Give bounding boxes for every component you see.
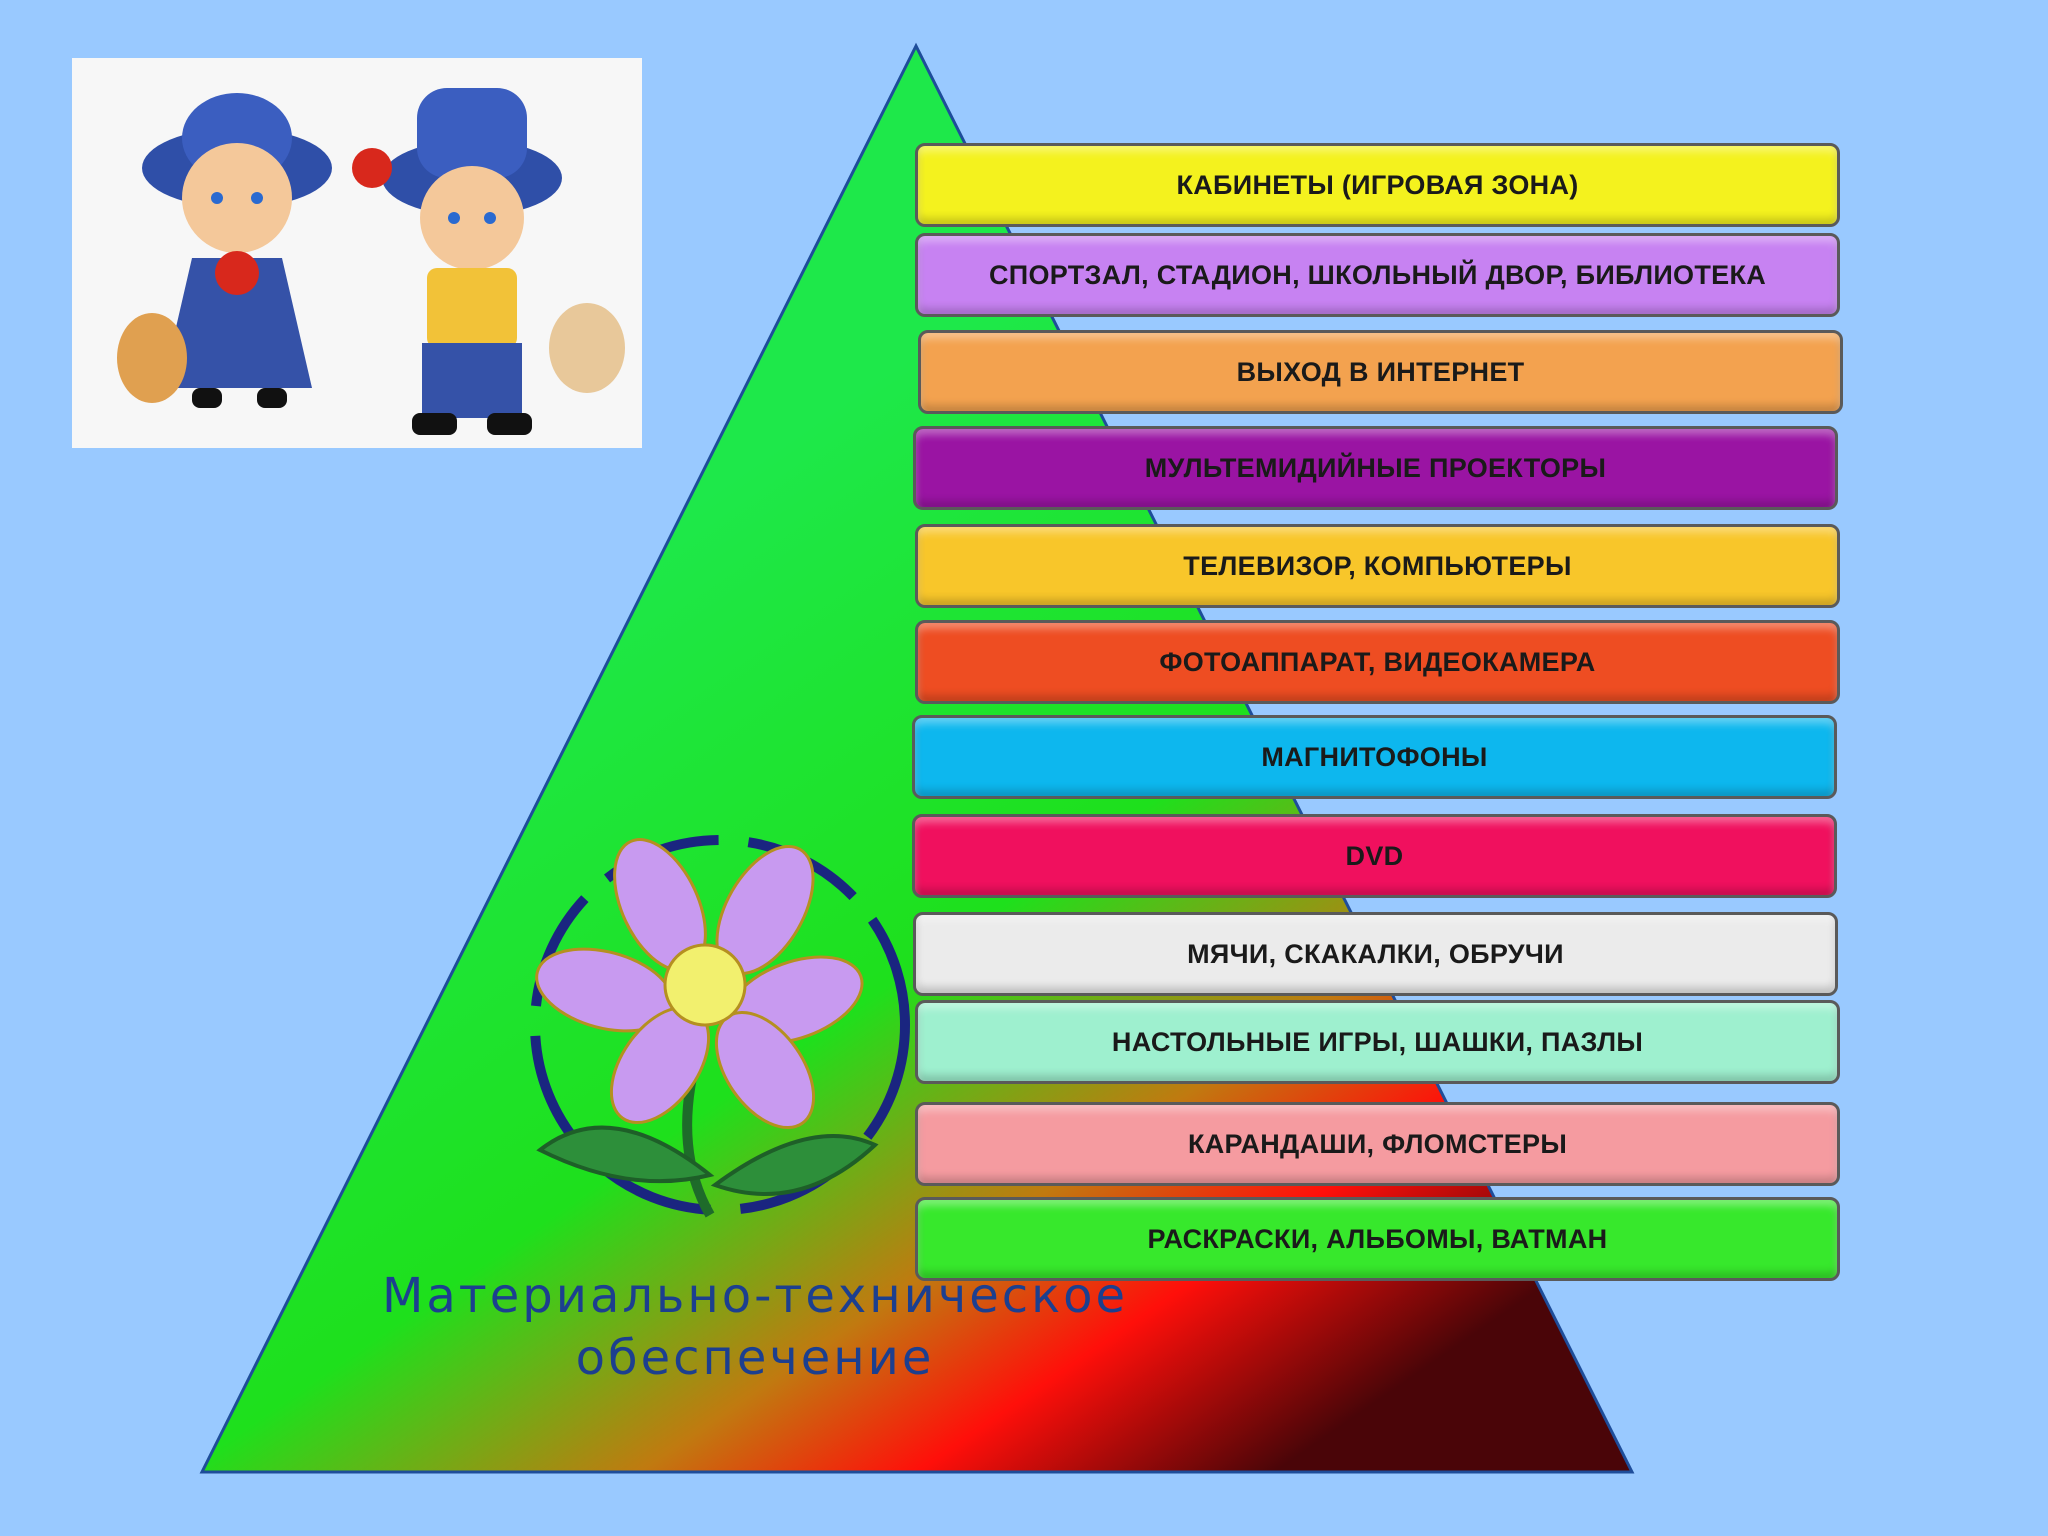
children-illustration <box>72 58 642 448</box>
pyramid-level-12: РАСКРАСКИ, АЛЬБОМЫ, ВАТМАН <box>915 1197 1840 1281</box>
pyramid-level-7: МАГНИТОФОНЫ <box>912 715 1837 799</box>
diagram-title: Материально-техническое обеспечение <box>355 1265 1155 1389</box>
pyramid-level-4: МУЛЬТЕМИДИЙНЫЕ ПРОЕКТОРЫ <box>913 426 1838 510</box>
pyramid-level-8: DVD <box>912 814 1837 898</box>
pyramid-level-10: НАСТОЛЬНЫЕ ИГРЫ, ШАШКИ, ПАЗЛЫ <box>915 1000 1840 1084</box>
flower-emblem <box>530 835 910 1218</box>
pyramid-level-11: КАРАНДАШИ, ФЛОМСТЕРЫ <box>915 1102 1840 1186</box>
pyramid-level-9: МЯЧИ, СКАКАЛКИ, ОБРУЧИ <box>913 912 1838 996</box>
title-line-1: Материально-техническое <box>381 1268 1129 1324</box>
pyramid-level-3: ВЫХОД В ИНТЕРНЕТ <box>918 330 1843 414</box>
title-line-2: обеспечение <box>575 1330 935 1386</box>
pyramid-level-6: ФОТОАППАРАТ, ВИДЕОКАМЕРА <box>915 620 1840 704</box>
pyramid-level-1: КАБИНЕТЫ (ИГРОВАЯ ЗОНА) <box>915 143 1840 227</box>
pyramid-level-5: ТЕЛЕВИЗОР, КОМПЬЮТЕРЫ <box>915 524 1840 608</box>
pyramid-level-2: СПОРТЗАЛ, СТАДИОН, ШКОЛЬНЫЙ ДВОР, БИБЛИО… <box>915 233 1840 317</box>
